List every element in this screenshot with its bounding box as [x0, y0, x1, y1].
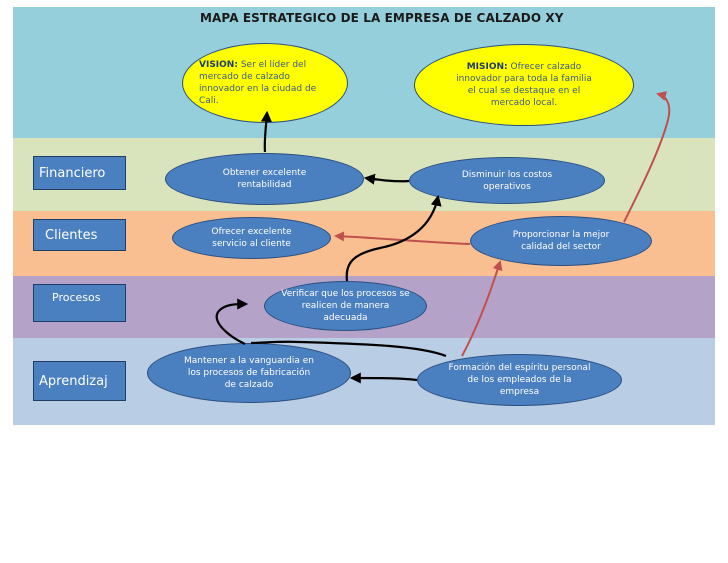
diagram-title: MAPA ESTRATEGICO DE LA EMPRESA DE CALZAD… — [200, 11, 564, 25]
mision-label: MISION: — [466, 62, 508, 72]
perspective-financiero: Financiero — [33, 156, 126, 190]
arrow-formacion-procesos — [250, 340, 447, 358]
perspective-procesos: Procesos — [33, 284, 126, 322]
mision-text: Ofrecer calzado innovador para toda la f… — [456, 62, 592, 108]
node-rentabilidad: Obtener excelente rentabilidad — [165, 153, 364, 205]
arrow-calidad-servicio — [334, 231, 471, 245]
arrow-formacion-calidad — [461, 260, 503, 357]
node-calidad: Proporcionar la mejor calidad del sector — [470, 216, 652, 266]
perspective-procesos-label: Procesos — [52, 291, 101, 304]
vision-label: VISION: — [199, 60, 238, 70]
perspective-aprendizaje: Aprendizaj — [33, 361, 126, 401]
perspective-aprendizaje-label: Aprendizaj — [39, 373, 108, 389]
vision-text: Ser el líder del mercado de calzado inno… — [199, 60, 317, 106]
perspective-clientes: Clientes — [33, 219, 126, 251]
mision-node: MISION: Ofrecer calzado innovador para t… — [414, 44, 634, 126]
vision-node: VISION: Ser el líder del mercado de calz… — [182, 43, 348, 123]
node-costos: Disminuir los costos operativos — [409, 157, 605, 204]
arrow-formacion-vanguardia — [349, 372, 418, 384]
node-procesos: Verificar que los procesos se realicen d… — [264, 281, 427, 331]
arrow-rentabilidad-vision — [260, 110, 272, 153]
node-servicio: Ofrecer excelente servicio al cliente — [172, 217, 331, 259]
arrow-vanguardia-procesos — [215, 298, 249, 345]
arrow-costos-rentabilidad — [363, 173, 410, 185]
node-vanguardia: Mantener a la vanguardia en los procesos… — [147, 343, 351, 403]
arrow-procesos-costos — [345, 194, 442, 282]
node-formacion: Formación del espíritu personal de los e… — [417, 354, 622, 406]
perspective-financiero-label: Financiero — [39, 165, 106, 181]
arrow-calidad-mision — [623, 91, 671, 223]
perspective-clientes-label: Clientes — [45, 227, 98, 243]
